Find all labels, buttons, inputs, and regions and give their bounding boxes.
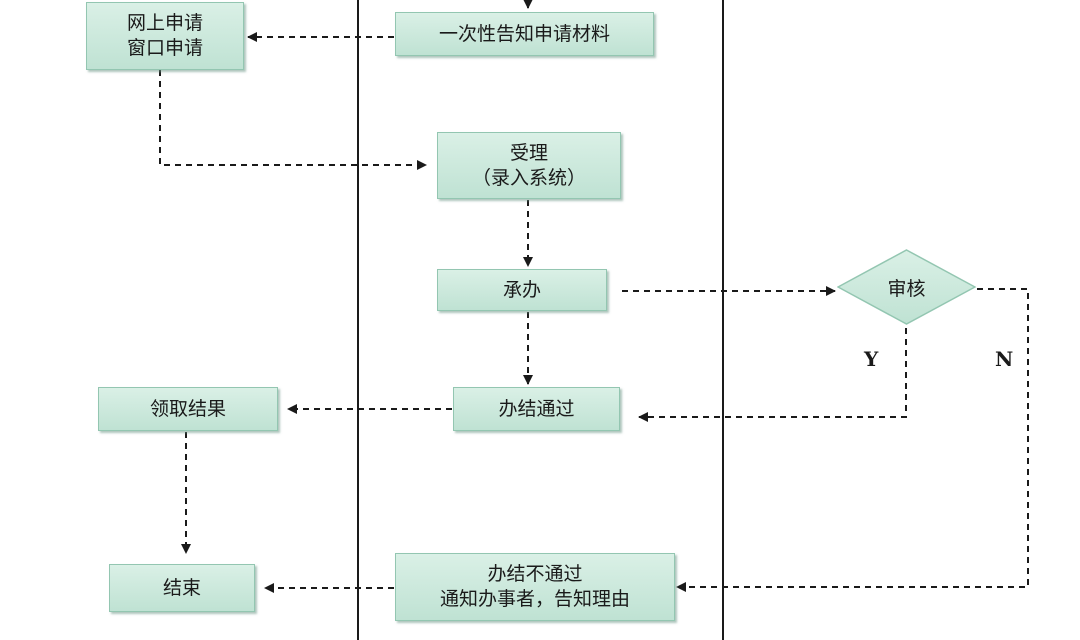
node-end-label: 结束 [162, 576, 201, 599]
lane-divider-left [357, 0, 359, 640]
node-apply: 网上申请 窗口申请 [86, 2, 244, 70]
connector-review-yes [638, 328, 907, 422]
node-fail-line1: 办结不通过 [487, 563, 583, 586]
node-review-label: 审核 [887, 277, 926, 300]
node-pass-label: 办结通过 [498, 397, 575, 420]
node-accept-line1: 受理 [509, 141, 548, 164]
connector-apply-to-accept [159, 70, 427, 170]
node-pass: 办结通过 [453, 387, 620, 431]
node-collect-label: 领取结果 [149, 397, 226, 420]
node-handle: 承办 [437, 269, 607, 311]
connector-review-no [676, 288, 1029, 592]
node-notify-materials: 一次性告知申请材料 [395, 12, 654, 56]
node-fail-line2: 通知办事者，告知理由 [439, 588, 630, 610]
node-notify-materials-label: 一次性告知申请材料 [438, 22, 610, 45]
node-end: 结束 [109, 564, 255, 612]
node-handle-label: 承办 [502, 278, 541, 301]
node-review-diamond [837, 249, 976, 325]
branch-label-no: N [995, 347, 1014, 371]
node-review-label-wrap: 审核 [837, 249, 976, 325]
node-collect: 领取结果 [98, 387, 278, 431]
branch-label-yes: Y [864, 347, 879, 371]
node-accept: 受理 （录入系统） [437, 132, 621, 199]
lane-divider-right [722, 0, 724, 640]
node-apply-line1: 网上申请 [126, 12, 203, 35]
node-accept-line2: （录入系统） [471, 166, 586, 189]
node-fail: 办结不通过 通知办事者，告知理由 [395, 553, 675, 621]
node-apply-line2: 窗口申请 [126, 37, 203, 59]
